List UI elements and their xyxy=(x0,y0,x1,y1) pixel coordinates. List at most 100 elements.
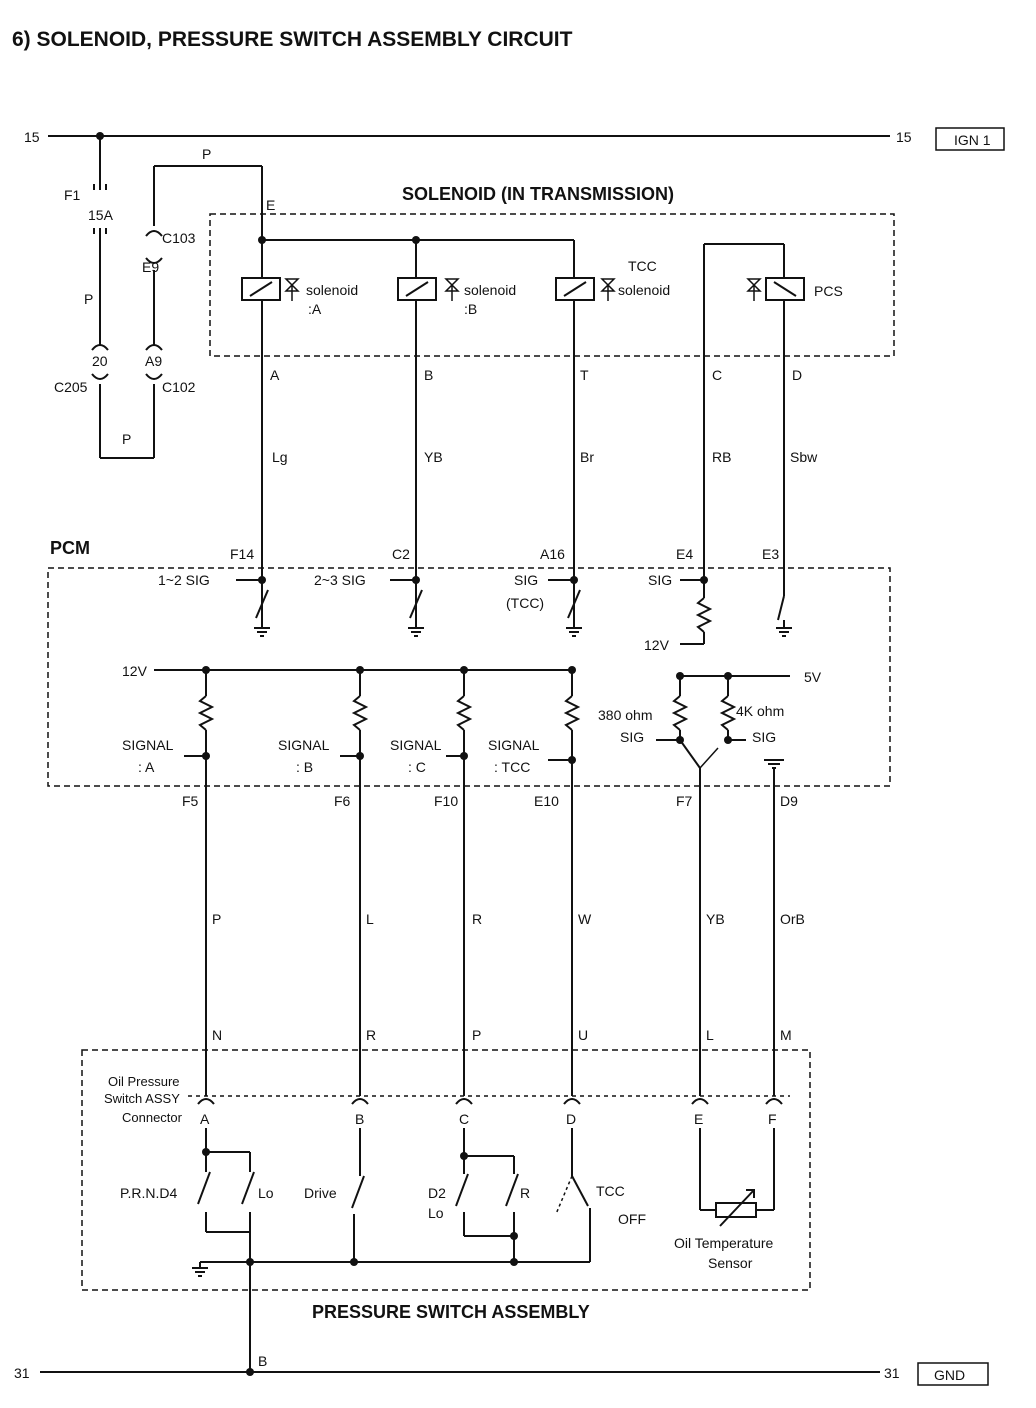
lower-wire-l: L xyxy=(366,911,374,927)
pcm-pin-d9: D9 xyxy=(780,793,798,809)
c205-label: C205 xyxy=(54,379,88,395)
psa-pin-p: P xyxy=(472,1027,481,1043)
pcm-pin-f5: F5 xyxy=(182,793,199,809)
pcm-pin-e10: E10 xyxy=(534,793,559,809)
c103-top-half xyxy=(145,230,163,237)
switch-r-label: R xyxy=(520,1185,530,1201)
pcm-pin-f10: F10 xyxy=(434,793,458,809)
connector-pin-e: E xyxy=(694,1111,703,1127)
c103-bottom-half xyxy=(145,257,163,264)
signal-tcc-label-2: : TCC xyxy=(494,759,530,775)
solenoid-b-label-2: :B xyxy=(464,301,477,317)
solenoid-box: SOLENOID (IN TRANSMISSION) solenoid :A s… xyxy=(209,184,895,620)
pcm-12v-label: 12V xyxy=(122,663,148,679)
rail-bottom-right-label: 31 xyxy=(884,1365,900,1381)
switch-tcc-label: TCC xyxy=(596,1183,625,1199)
rail-top-left-label: 15 xyxy=(24,129,40,145)
wire-p1-label: P xyxy=(84,291,93,307)
pcs-solenoid: PCS xyxy=(703,243,843,596)
signal-a-label-2: : A xyxy=(138,759,155,775)
driver-pcs-high: SIG 12V xyxy=(644,572,713,653)
pcs-valve-icon xyxy=(746,278,762,301)
pressure-switch-assembly: PRESSURE SWITCH ASSEMBLY Oil Pressure Sw… xyxy=(81,1049,811,1322)
psa-pin-l: L xyxy=(706,1027,714,1043)
sol-wire-lg: Lg xyxy=(272,449,288,465)
sig-right-label: SIG xyxy=(752,729,776,745)
pcm-to-psa-labels: P L R W YB OrB N R P U L M xyxy=(212,911,805,1043)
solenoid-b-valve-icon xyxy=(444,278,460,301)
connector-pin-f: F xyxy=(768,1111,777,1127)
oil-temp-sensor: Oil Temperature Sensor xyxy=(674,1128,775,1271)
pcm-pin-e4: E4 xyxy=(676,546,693,562)
switch-lo-label: Lo xyxy=(258,1185,274,1201)
signal-b-label-1: SIGNAL xyxy=(278,737,330,753)
lower-wire-w: W xyxy=(578,911,592,927)
fuse-feed-circuit: F1 15A P 20 C205 P A9 C102 E9 C103 P E xyxy=(54,136,275,459)
lower-wire-r: R xyxy=(472,911,482,927)
connector-pin-d: D xyxy=(566,1111,576,1127)
sig-label-1-2: 1~2 SIG xyxy=(158,572,210,588)
gnd-label: GND xyxy=(934,1367,965,1383)
sol-pin-b: B xyxy=(424,367,433,383)
solenoid-feed-pin: E xyxy=(266,197,275,213)
pcm-5v-label: 5V xyxy=(804,669,822,685)
signal-a-input: SIGNAL : A xyxy=(122,670,215,1096)
pcs-label: PCS xyxy=(814,283,843,299)
ign1-box xyxy=(935,127,1005,151)
sol-pin-d: D xyxy=(792,367,802,383)
pcm-12v-bus: 12V xyxy=(122,663,576,679)
wire-p3-label: P xyxy=(202,146,211,162)
thermistor-arrow-icon xyxy=(746,1189,755,1198)
c102-bottom-half xyxy=(145,373,163,380)
rail-bottom-left-label: 31 xyxy=(14,1365,30,1381)
driver-tcc: SIG (TCC) xyxy=(506,572,582,637)
switch-tcc-off: TCC OFF xyxy=(555,1128,646,1262)
signal-c-input: SIGNAL : C xyxy=(390,670,473,1096)
temp-sense-circuit: 5V 380 ohm SIG 4K ohm SIG xyxy=(598,669,822,1096)
signal-tcc-label-1: SIGNAL xyxy=(488,737,540,753)
connector-cup-c xyxy=(455,1098,473,1105)
signal-tcc-input: SIGNAL : TCC xyxy=(488,670,581,1096)
solenoid-b: solenoid :B xyxy=(397,240,516,620)
thermistor-icon xyxy=(715,1202,757,1218)
c103-pin: E9 xyxy=(142,259,159,275)
psa-pin-n: N xyxy=(212,1027,222,1043)
signal-c-label-2: : C xyxy=(408,759,426,775)
ground-icon xyxy=(192,1262,208,1277)
psa-pin-u: U xyxy=(578,1027,588,1043)
c205-pin: 20 xyxy=(92,353,108,369)
signal-a-label-1: SIGNAL xyxy=(122,737,174,753)
sig-label-tcc: SIG xyxy=(514,572,538,588)
sol-pin-a: A xyxy=(270,367,280,383)
connector-cup-d xyxy=(563,1098,581,1105)
fuse-upper-contact xyxy=(93,182,107,190)
sol-wire-br: Br xyxy=(580,449,594,465)
pcm-box: PCM F14 C2 A16 E4 E3 1~2 SIG 2~3 SIG xyxy=(47,538,891,1096)
sig-label-pcs: SIG xyxy=(648,572,672,588)
lower-wire-orb: OrB xyxy=(780,911,805,927)
gnd-box xyxy=(917,1362,989,1386)
r380-label: 380 ohm xyxy=(598,707,652,723)
signal-b-label-2: : B xyxy=(296,759,313,775)
oil-temp-label-2: Sensor xyxy=(708,1255,753,1271)
connector-cup-b xyxy=(351,1098,369,1105)
c205-top-half xyxy=(91,344,109,351)
fuse-lower-contact xyxy=(93,228,107,236)
fuse-rating: 15A xyxy=(88,207,114,223)
solenoid-b-label-1: solenoid xyxy=(464,282,516,298)
connector-pin-c: C xyxy=(459,1111,469,1127)
tcc-solenoid-label-2: solenoid xyxy=(618,282,670,298)
switch-d2-label: D2 xyxy=(428,1185,446,1201)
lower-wire-p: P xyxy=(212,911,221,927)
pcm-pin-f7: F7 xyxy=(676,793,693,809)
ground-icon xyxy=(566,627,582,637)
sig-label-tcc-sub: (TCC) xyxy=(506,595,544,611)
ground-icon xyxy=(764,759,784,769)
rail-top-right-label: 15 xyxy=(896,129,912,145)
tcc-solenoid: TCC solenoid xyxy=(555,240,670,620)
sol-pin-c: C xyxy=(712,367,722,383)
tcc-solenoid-label-1: TCC xyxy=(628,258,657,274)
driver-pcs-low xyxy=(776,595,792,637)
sig-left-label: SIG xyxy=(620,729,644,745)
